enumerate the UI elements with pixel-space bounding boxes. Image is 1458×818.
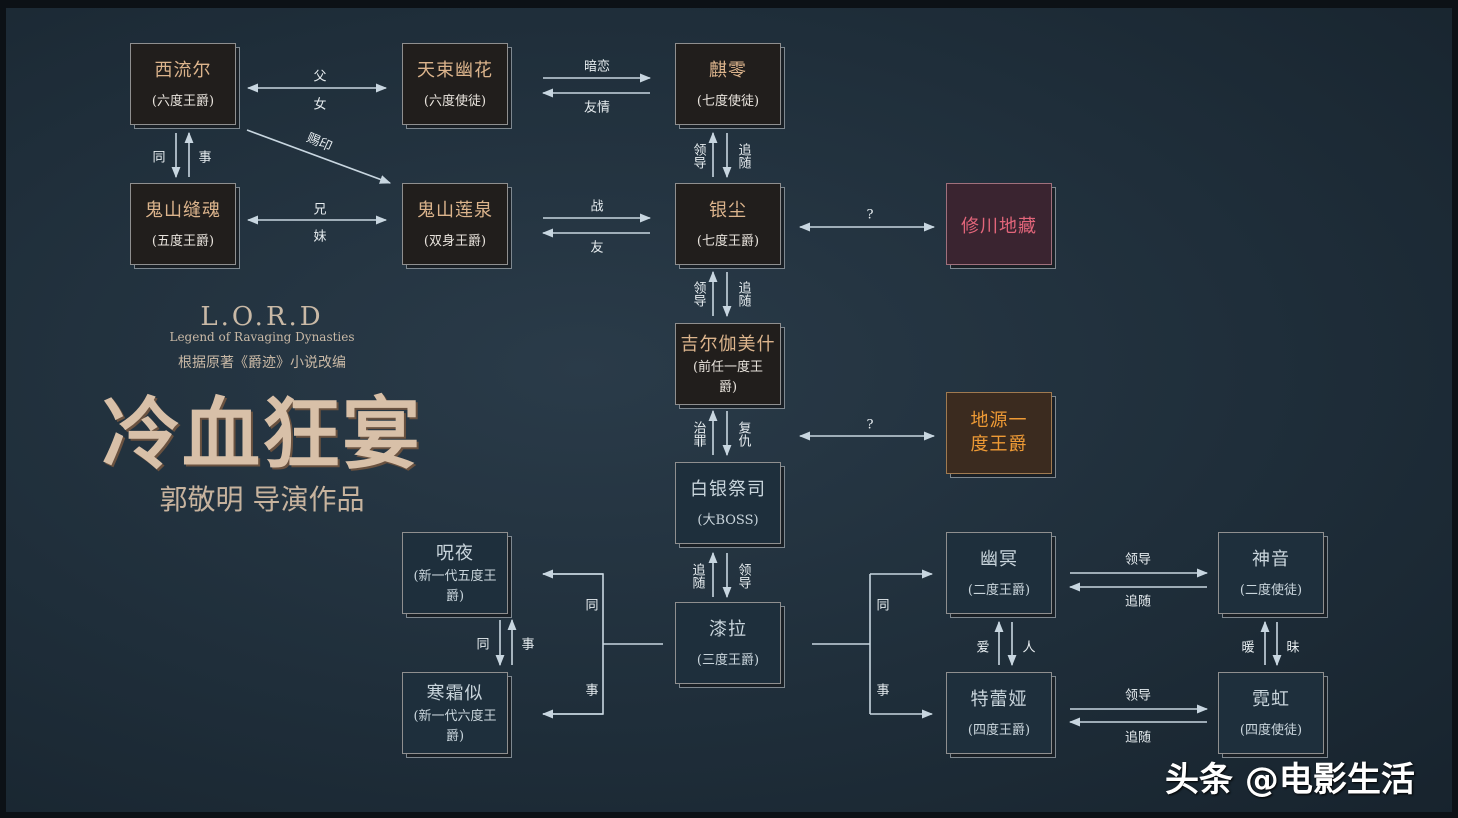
node-name: 神音	[1252, 549, 1290, 570]
watermark: 头条 @电影生活	[1165, 760, 1415, 800]
node-role: (二度王爵)	[967, 583, 1031, 598]
node-role: (新一代六度王爵)	[413, 709, 497, 744]
edge-label: 领导	[1124, 688, 1152, 704]
edge-label: 父	[313, 69, 327, 85]
edge-label: 同	[152, 150, 166, 166]
node-role: (二度使徒)	[1239, 583, 1303, 598]
node-tianshu: 天束幽花 (六度使徒)	[402, 43, 508, 125]
edge-label: ?	[866, 417, 874, 433]
node-name: 麒零	[709, 60, 747, 81]
edge-label: 追随	[1124, 594, 1152, 610]
node-role: (三度王爵)	[696, 653, 760, 668]
node-role: (双身王爵)	[423, 234, 487, 249]
node-xiuchuan: 修川地藏	[946, 183, 1052, 265]
edge-label: 领导	[735, 563, 751, 589]
node-baiyin: 白银祭司 (大BOSS)	[675, 462, 781, 544]
edge-label: 友情	[583, 100, 611, 116]
edge-label: 暖	[1241, 640, 1255, 656]
poster-subtitle: Legend of Ravaging Dynasties	[169, 330, 355, 344]
node-xiliuer: 西流尔 (六度王爵)	[130, 43, 236, 125]
node-name: 鬼山缝魂	[145, 200, 221, 221]
node-name: 白银祭司	[690, 479, 766, 500]
node-diyuan: 地源一度王爵	[946, 392, 1052, 474]
node-nihong: 霓虹 (四度使徒)	[1218, 672, 1324, 754]
edge-label: 爱	[976, 640, 990, 656]
edge-label: 追随	[689, 563, 705, 589]
edge-label: 同	[876, 598, 890, 614]
edge-label: ?	[866, 207, 874, 223]
node-name: 地源一度王爵	[970, 410, 1028, 455]
node-guishanlianquan: 鬼山莲泉 (双身王爵)	[402, 183, 508, 265]
edge-label: 昧	[1286, 640, 1300, 656]
poster-source: 根据原著《爵迹》小说改编	[178, 355, 346, 371]
node-youming: 幽冥 (二度王爵)	[946, 532, 1052, 614]
edge-label: 女	[313, 97, 327, 113]
edge-label: 追随	[735, 281, 751, 307]
node-name: 天束幽花	[417, 60, 493, 81]
poster-logo: L.O.R.D	[200, 302, 324, 332]
node-qiling: 麒零 (七度使徒)	[675, 43, 781, 125]
node-teleiya: 特蕾娅 (四度王爵)	[946, 672, 1052, 754]
node-role: (七度使徒)	[696, 94, 760, 109]
edge-label: 暗恋	[583, 59, 611, 75]
node-role: (六度使徒)	[423, 94, 487, 109]
node-role: (六度王爵)	[151, 94, 215, 109]
node-name: 漆拉	[709, 619, 747, 640]
edge-label: 同	[585, 598, 599, 614]
edge-label: 人	[1022, 640, 1036, 656]
edge-label: 事	[876, 683, 890, 699]
node-zhouye: 呪夜 (新一代五度王爵)	[402, 532, 508, 614]
edge-label: 治罪	[690, 421, 706, 447]
node-role: (四度使徒)	[1239, 723, 1303, 738]
node-name: 幽冥	[980, 549, 1018, 570]
node-role: (前任一度王爵)	[692, 360, 764, 395]
node-role: (大BOSS)	[697, 513, 759, 528]
node-role: (四度王爵)	[967, 723, 1031, 738]
node-role: (七度王爵)	[696, 234, 760, 249]
node-name: 呪夜	[436, 543, 474, 564]
node-name: 寒霜似	[426, 683, 484, 704]
poster-director: 郭敬明 导演作品	[159, 483, 365, 516]
edge-label: 事	[585, 683, 599, 699]
node-jier: 吉尔伽美什 (前任一度王爵)	[675, 323, 781, 405]
node-name: 鬼山莲泉	[417, 200, 493, 221]
node-yinchen: 银尘 (七度王爵)	[675, 183, 781, 265]
edge-label: 追随	[735, 143, 751, 169]
node-guishanfenghun: 鬼山缝魂 (五度王爵)	[130, 183, 236, 265]
edge-label: 妹	[313, 229, 327, 245]
edge-label: 事	[198, 150, 212, 166]
edge-label: 同	[476, 637, 490, 653]
node-hanshuangsi: 寒霜似 (新一代六度王爵)	[402, 672, 508, 754]
node-name: 特蕾娅	[970, 689, 1028, 710]
edge-label: 复仇	[735, 421, 751, 447]
edge-label: 领导	[1124, 552, 1152, 568]
node-name: 吉尔伽美什	[680, 334, 776, 355]
poster-title: 冷血狂宴	[101, 389, 423, 480]
node-qila: 漆拉 (三度王爵)	[675, 602, 781, 684]
node-name: 修川地藏	[961, 216, 1037, 237]
node-name: 西流尔	[154, 60, 212, 81]
node-name: 霓虹	[1252, 689, 1290, 710]
edge-label: 战	[590, 199, 604, 215]
edge-label: 友	[590, 240, 604, 256]
edge-label: 领导	[690, 143, 706, 169]
edge-label: 领导	[690, 281, 706, 307]
edge-label: 事	[521, 637, 535, 653]
node-role: (新一代五度王爵)	[413, 569, 497, 604]
node-name: 银尘	[709, 200, 747, 221]
node-shenyin: 神音 (二度使徒)	[1218, 532, 1324, 614]
edge-label: 兄	[313, 202, 327, 218]
edge-label: 追随	[1124, 730, 1152, 746]
node-role: (五度王爵)	[151, 234, 215, 249]
